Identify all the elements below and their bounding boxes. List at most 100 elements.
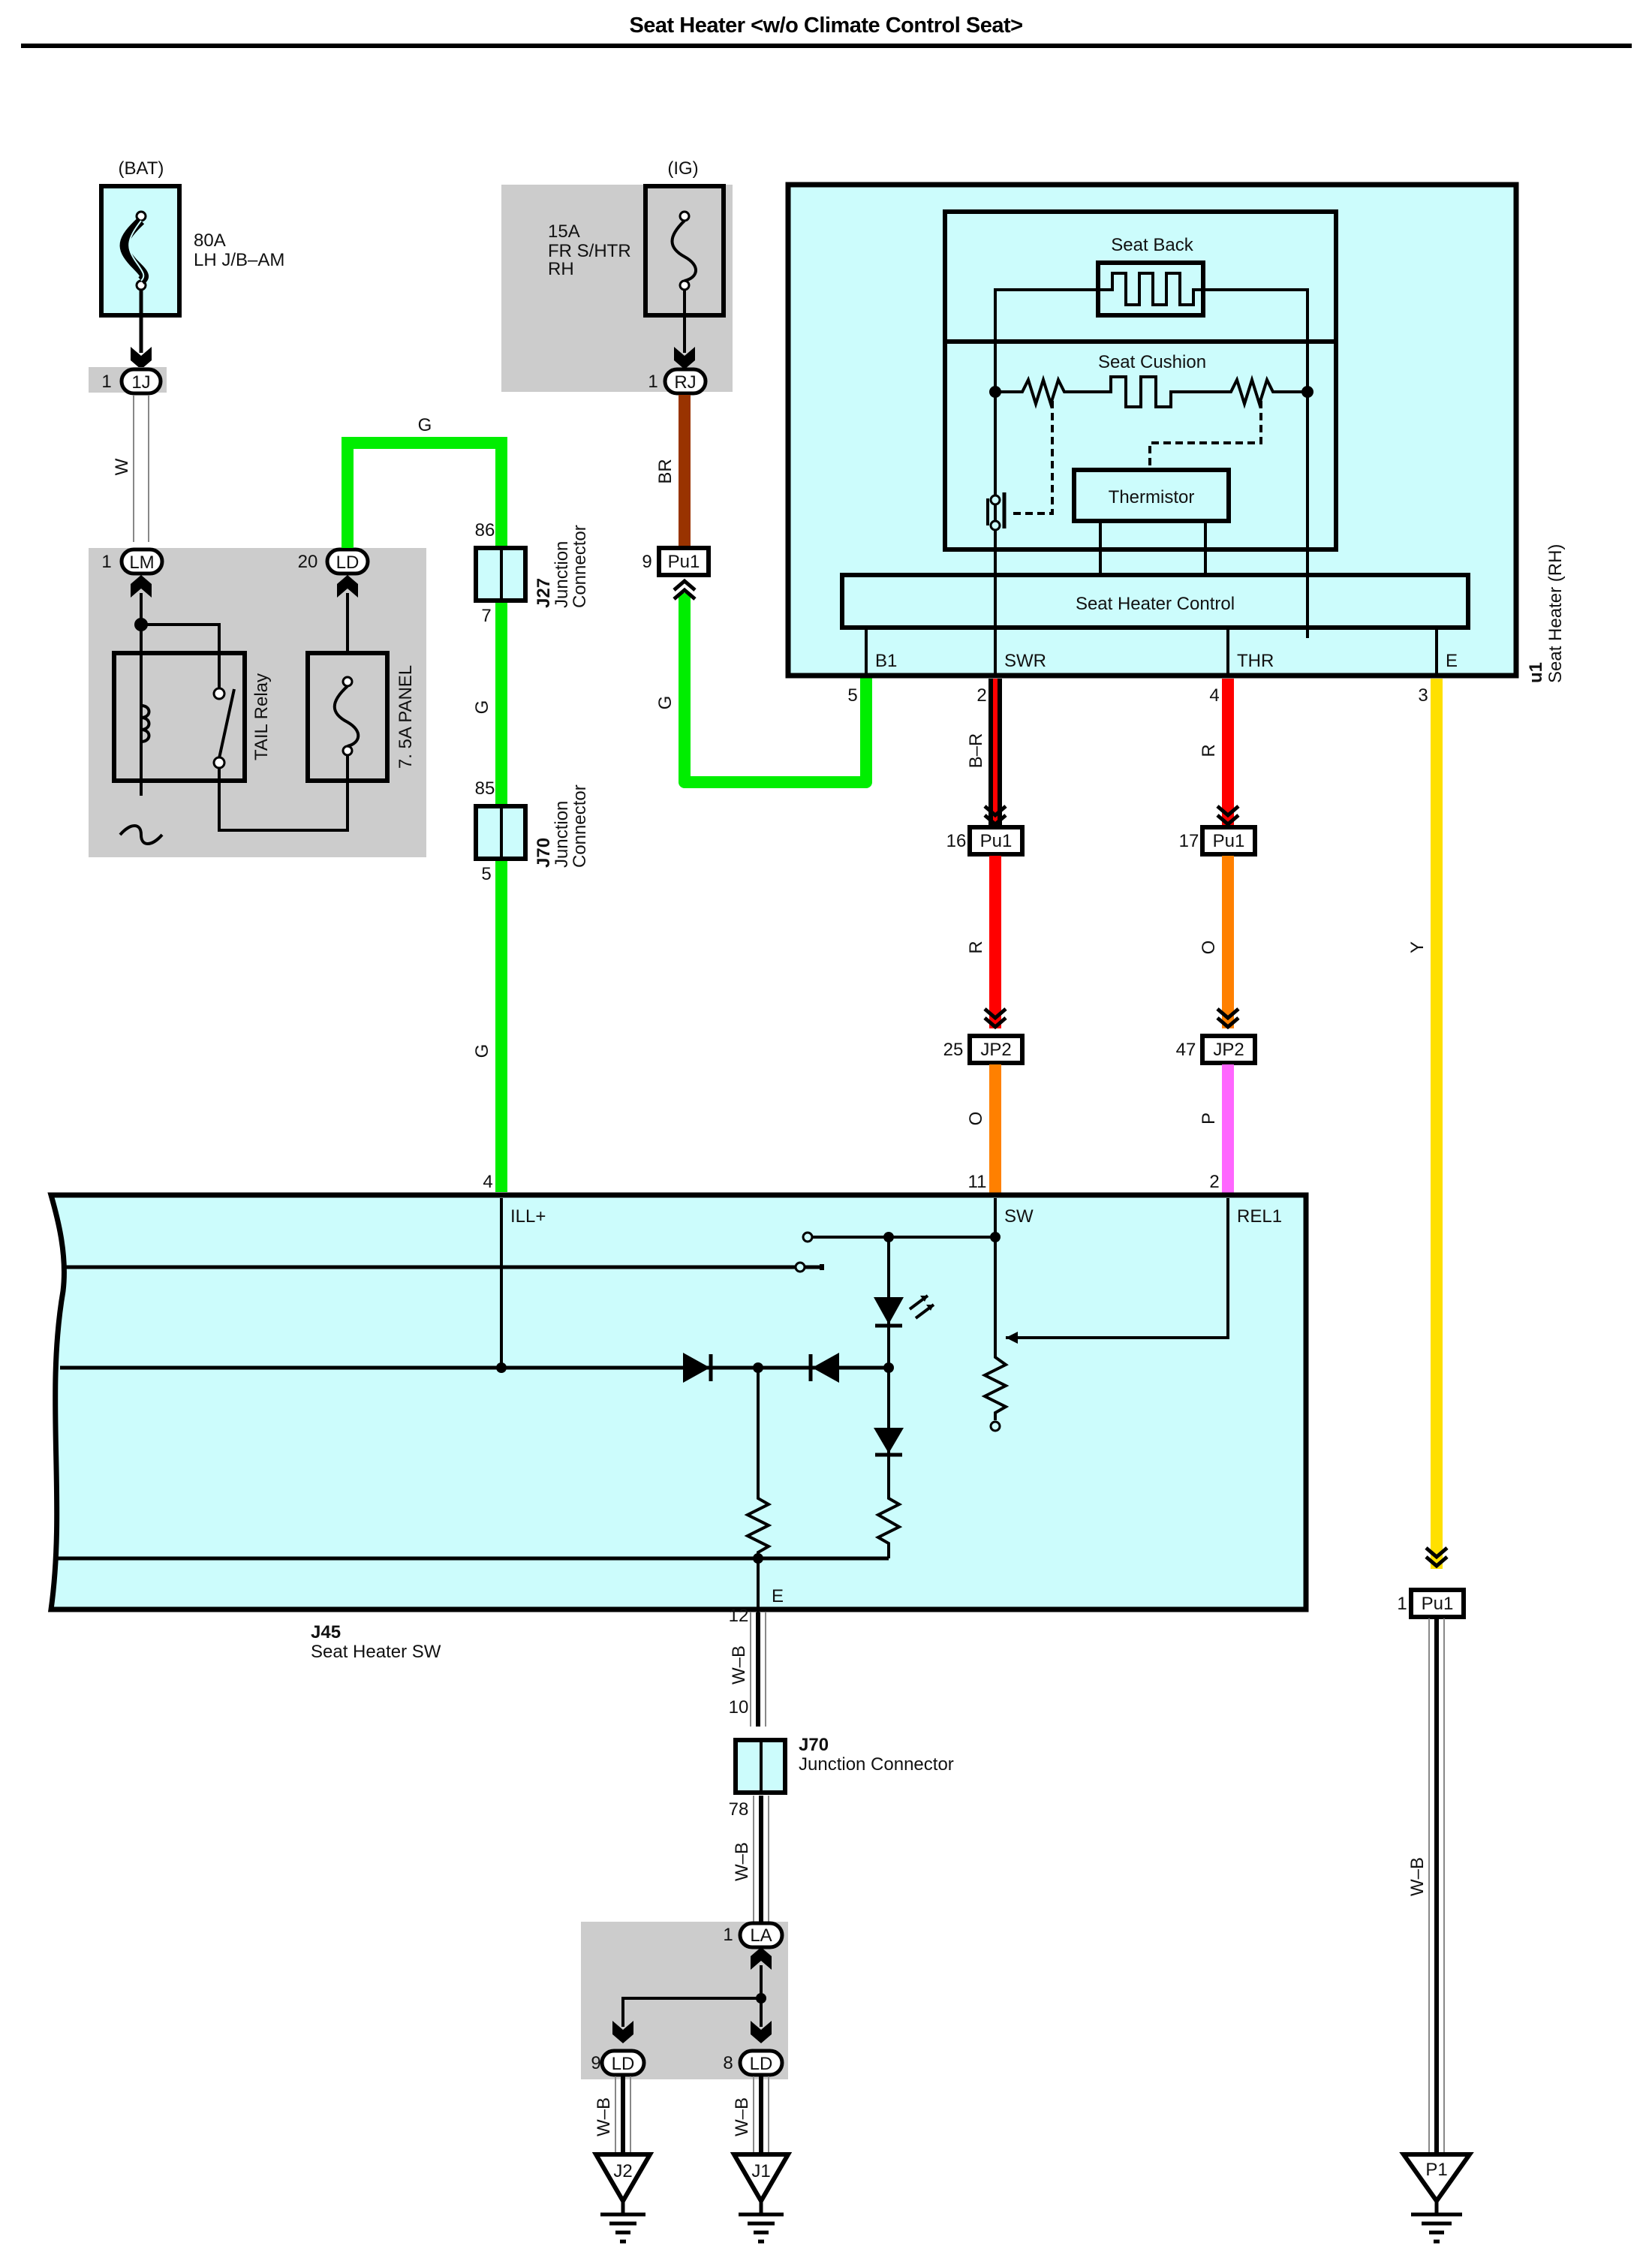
wire-o-sw: O bbox=[966, 1064, 1001, 1194]
svg-text:G: G bbox=[418, 415, 432, 435]
thermistor bbox=[1072, 468, 1231, 523]
svg-text:1: 1 bbox=[723, 1925, 733, 1945]
svg-text:B–R: B–R bbox=[966, 733, 986, 769]
switch-name: Seat Heater SW bbox=[311, 1642, 441, 1662]
terminal-SW: SW bbox=[1004, 1206, 1034, 1227]
svg-text:20: 20 bbox=[298, 552, 318, 572]
connector-Pu1-9: 9 Pu1 bbox=[642, 546, 711, 577]
svg-text:JP2: JP2 bbox=[1213, 1040, 1244, 1060]
svg-text:R: R bbox=[1199, 744, 1219, 757]
svg-text:Junction Connector: Junction Connector bbox=[799, 1754, 954, 1775]
thermistor-label: Thermistor bbox=[1109, 487, 1195, 507]
svg-text:J1: J1 bbox=[751, 2161, 770, 2181]
svg-text:G: G bbox=[472, 1044, 492, 1058]
svg-text:1: 1 bbox=[648, 372, 657, 392]
wire-r-thr: R bbox=[1199, 679, 1238, 826]
svg-text:1: 1 bbox=[1397, 1594, 1407, 1614]
svg-text:25: 25 bbox=[943, 1040, 964, 1060]
svg-text:7. 5A PANEL: 7. 5A PANEL bbox=[396, 665, 416, 769]
svg-text:LD: LD bbox=[336, 552, 360, 573]
svg-text:2: 2 bbox=[976, 685, 986, 706]
seat-back-label: Seat Back bbox=[1111, 235, 1193, 255]
seat-heater-switch-J45: 4 11 2 ILL+ SW REL1 E bbox=[47, 1172, 1309, 1662]
svg-text:J70: J70 bbox=[799, 1735, 829, 1755]
svg-text:RJ: RJ bbox=[674, 372, 696, 393]
svg-text:Y: Y bbox=[1407, 941, 1428, 953]
title-rule bbox=[21, 44, 1632, 48]
wire-br: BR bbox=[655, 395, 691, 546]
seat-cushion-label: Seat Cushion bbox=[1098, 352, 1206, 372]
svg-text:10: 10 bbox=[729, 1697, 749, 1718]
svg-text:R: R bbox=[966, 941, 986, 953]
svg-text:(IG): (IG) bbox=[667, 158, 698, 179]
fuse-icon bbox=[670, 219, 697, 282]
connector-LM: 1 LM bbox=[101, 547, 164, 576]
control-label: Seat Heater Control bbox=[1076, 594, 1235, 614]
diode-icon bbox=[874, 1428, 904, 1457]
svg-text:LD: LD bbox=[612, 2054, 635, 2074]
svg-text:O: O bbox=[966, 1112, 986, 1126]
junction-J27: 86 7 J27 Junction Connector bbox=[474, 520, 590, 626]
ground-icon bbox=[1411, 2201, 1462, 2244]
svg-text:G: G bbox=[472, 700, 492, 715]
connector-RJ: 1 RJ bbox=[648, 367, 708, 396]
bat-fuse-name: LH J/B–AM bbox=[194, 250, 284, 270]
svg-text:9: 9 bbox=[642, 552, 651, 572]
svg-text:W–B: W–B bbox=[732, 1842, 752, 1881]
wire-y: Y bbox=[1407, 679, 1447, 1569]
wire-g-b1: G bbox=[655, 581, 872, 788]
svg-text:Pu1: Pu1 bbox=[668, 552, 700, 572]
svg-text:JP2: JP2 bbox=[980, 1040, 1011, 1060]
wire-o-thr: O bbox=[1199, 856, 1238, 1028]
indicator-led-icon bbox=[874, 1294, 935, 1328]
svg-text:5: 5 bbox=[481, 864, 491, 884]
svg-text:Pu1: Pu1 bbox=[1213, 831, 1245, 851]
svg-text:W–B: W–B bbox=[594, 2097, 614, 2136]
svg-text:W–B: W–B bbox=[732, 2097, 752, 2136]
wire-p-rel1: P bbox=[1199, 1064, 1234, 1194]
svg-text:17: 17 bbox=[1179, 831, 1199, 851]
thermal-switch-icon bbox=[989, 494, 1001, 506]
connector-Pu1-16: 16 Pu1 bbox=[946, 825, 1025, 857]
panel-fuse: 7. 5A PANEL bbox=[305, 651, 416, 783]
bat-rating: 80A bbox=[194, 230, 226, 251]
wire-r-swr: R bbox=[966, 856, 1006, 1028]
terminal-E: E bbox=[1446, 651, 1458, 671]
svg-text:Pu1: Pu1 bbox=[980, 831, 1013, 851]
ground-J2: J2 bbox=[591, 2152, 654, 2244]
svg-text:Pu1: Pu1 bbox=[1422, 1594, 1454, 1614]
terminal-E-switch: E bbox=[772, 1586, 784, 1606]
svg-text:W–B: W–B bbox=[1407, 1857, 1428, 1896]
ig-fuse: (IG) 15A FR S/HTR RH bbox=[548, 158, 726, 369]
svg-text:Connector: Connector bbox=[570, 525, 590, 608]
fuse-icon bbox=[333, 685, 360, 748]
terminal-ILL: ILL+ bbox=[510, 1206, 546, 1227]
terminal-SWR: SWR bbox=[1004, 651, 1046, 671]
svg-text:12: 12 bbox=[729, 1606, 749, 1626]
ground-icon bbox=[600, 2201, 645, 2244]
svg-text:5: 5 bbox=[847, 685, 857, 706]
svg-text:85: 85 bbox=[475, 778, 495, 799]
relay-block bbox=[89, 548, 426, 857]
ground-tilde-icon bbox=[119, 824, 164, 845]
seat-heater-control bbox=[840, 573, 1470, 630]
relay-switch-icon bbox=[218, 688, 236, 759]
svg-text:Junction: Junction bbox=[552, 541, 572, 608]
svg-text:TAIL Relay: TAIL Relay bbox=[251, 673, 272, 760]
connector-Pu1-1: 1 Pu1 bbox=[1397, 1588, 1466, 1619]
svg-text:O: O bbox=[1199, 941, 1219, 955]
wire-b-r: B–R bbox=[966, 679, 1006, 826]
connector-JP2-25: 25 JP2 bbox=[943, 1034, 1025, 1065]
seat-heater-u1: Seat Back Seat Cushion Thermistor Seat H… bbox=[785, 182, 1566, 706]
svg-text:7: 7 bbox=[481, 606, 491, 626]
svg-text:J27: J27 bbox=[534, 578, 554, 608]
svg-text:2: 2 bbox=[1209, 1172, 1219, 1192]
svg-text:LA: LA bbox=[750, 1925, 772, 1946]
wire-g-ill: G G G bbox=[342, 415, 507, 1192]
switch-id: J45 bbox=[311, 1622, 341, 1642]
connector-JP2-47: 47 JP2 bbox=[1176, 1034, 1257, 1065]
diode-icon bbox=[808, 1353, 839, 1383]
wire-w: W bbox=[112, 395, 149, 542]
svg-text:Junction: Junction bbox=[552, 801, 572, 868]
svg-text:J70: J70 bbox=[534, 838, 554, 868]
